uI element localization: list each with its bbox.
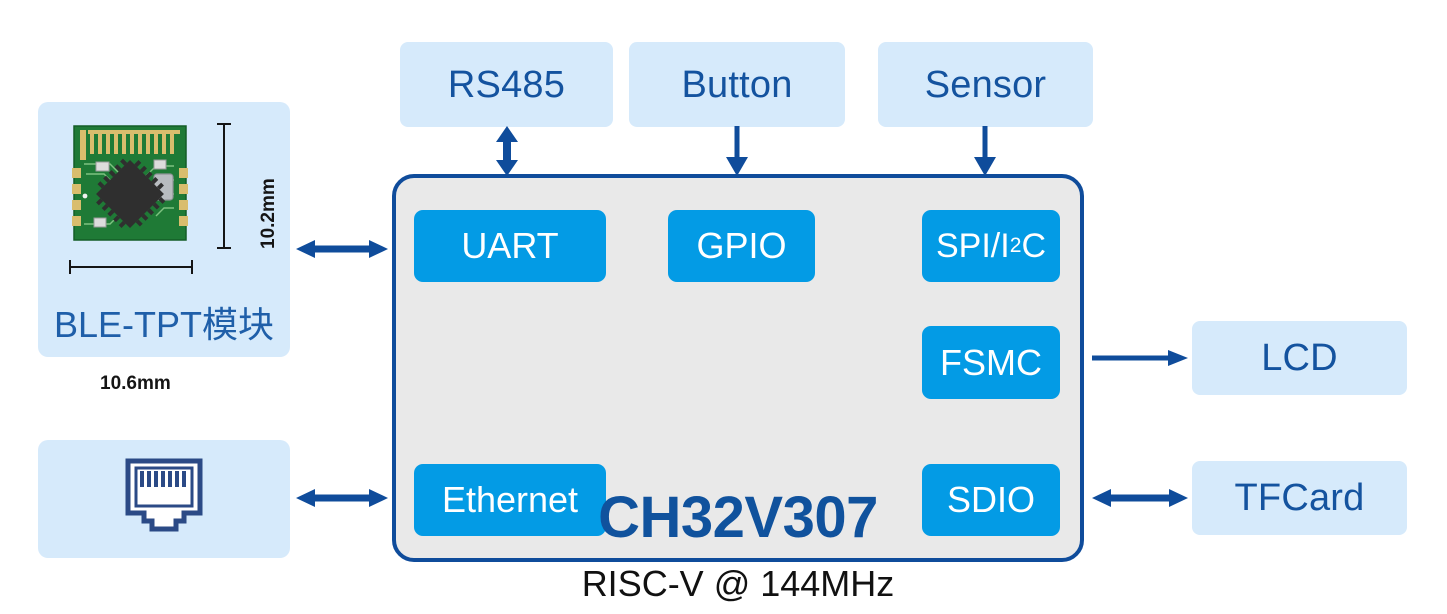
arrow-ble-uart-bidirectional (296, 232, 388, 266)
interface-box-sdio[interactable]: SDIO (922, 464, 1060, 536)
peripheral-card-rj45-ethernet[interactable] (38, 440, 290, 558)
peripheral-card-ble-tpt-module[interactable]: 10.6mm 10.2mm BLE-TPT模块 (38, 102, 290, 393)
arrow-rs485-bidirectional (491, 126, 523, 176)
interface-box-ethernet[interactable]: Ethernet (414, 464, 606, 536)
interface-label-fsmc: FSMC (940, 341, 1042, 383)
peripheral-box-button[interactable]: Button (629, 42, 845, 127)
interface-label-ethernet: Ethernet (441, 479, 579, 520)
interface-label-spi-suffix: C (1021, 227, 1046, 265)
arrow-sdio-tfcard-bidirectional (1092, 481, 1188, 515)
rj45-jack-icon (120, 457, 208, 542)
peripheral-box-rs485[interactable]: RS485 (400, 42, 613, 127)
interface-label-spi: SPI/I (936, 227, 1010, 265)
dimension-line-vertical (216, 122, 232, 250)
peripheral-label-tfcard: TFCard (1234, 477, 1365, 519)
interface-label-sdio: SDIO (946, 479, 1035, 520)
mcu-title: CH32V307 (598, 485, 878, 550)
interface-box-fsmc[interactable]: FSMC (922, 326, 1060, 399)
peripheral-box-lcd[interactable]: LCD (1192, 321, 1407, 395)
arrow-fsmc-to-lcd (1092, 344, 1188, 372)
interface-box-gpio[interactable]: GPIO (668, 210, 815, 282)
peripheral-label-lcd: LCD (1261, 337, 1338, 379)
interface-label-uart: UART (461, 225, 559, 266)
peripheral-label-ble-tpt-module: BLE-TPT模块 (53, 304, 275, 345)
arrow-rj45-ethernet-bidirectional (296, 481, 388, 515)
interface-label-gpio: GPIO (696, 225, 787, 266)
peripheral-label-sensor: Sensor (924, 63, 1047, 106)
dimension-label-height: 10.2mm (258, 178, 279, 249)
dimension-label-width: 10.6mm (100, 373, 171, 394)
mcu-subtitle: RISC-V @ 144MHz (581, 563, 895, 604)
peripheral-box-sensor[interactable]: Sensor (878, 42, 1093, 127)
peripheral-box-tfcard[interactable]: TFCard (1192, 461, 1407, 535)
interface-box-uart[interactable]: UART (414, 210, 606, 282)
peripheral-label-rs485: RS485 (447, 63, 566, 106)
arrow-button-into-mcu (721, 126, 753, 176)
peripheral-label-button: Button (681, 63, 793, 106)
arrow-sensor-into-mcu (969, 126, 1001, 176)
dimension-line-horizontal (68, 259, 194, 275)
pcb-module-photo (70, 122, 190, 250)
